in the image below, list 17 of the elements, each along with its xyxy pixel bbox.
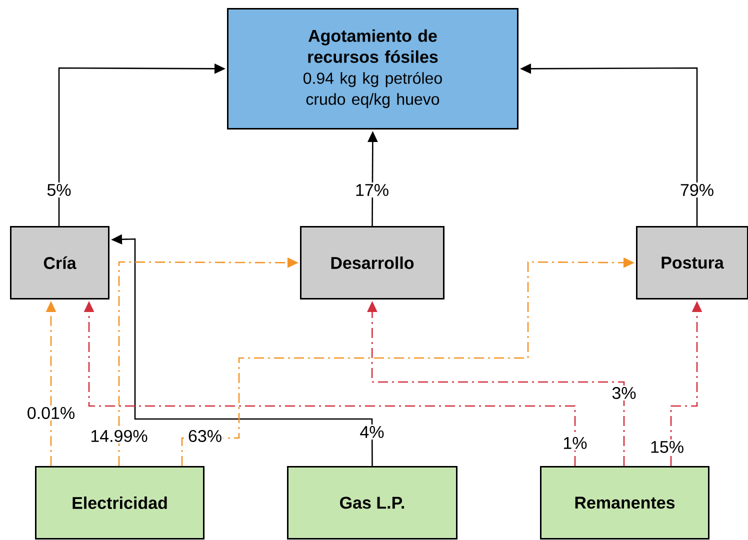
edge-label: 14.99%: [88, 428, 150, 444]
result-box: Agotamiento de recursos fósiles 0.94 kg kg petróleo crudo eq/kg huevo: [227, 8, 518, 130]
edge-label: 1%: [561, 436, 589, 450]
edge-label: 63%: [186, 428, 224, 444]
edge-label: 0.01%: [25, 405, 77, 420]
stage-box: Postura: [636, 226, 748, 300]
edge-label: 4%: [358, 424, 386, 440]
source-box: Gas L.P.: [287, 466, 458, 540]
stage-box: Cría: [10, 226, 110, 300]
source-box: Remanentes: [540, 466, 710, 540]
source-box: Electricidad: [35, 466, 204, 540]
edge-label: 5%: [45, 182, 73, 198]
edge-label: 79%: [678, 182, 716, 198]
stage-box: Desarrollo: [300, 226, 444, 300]
edge-label: 17%: [354, 182, 391, 198]
edge-label: 15%: [648, 440, 686, 454]
edge-label: 3%: [610, 385, 638, 400]
